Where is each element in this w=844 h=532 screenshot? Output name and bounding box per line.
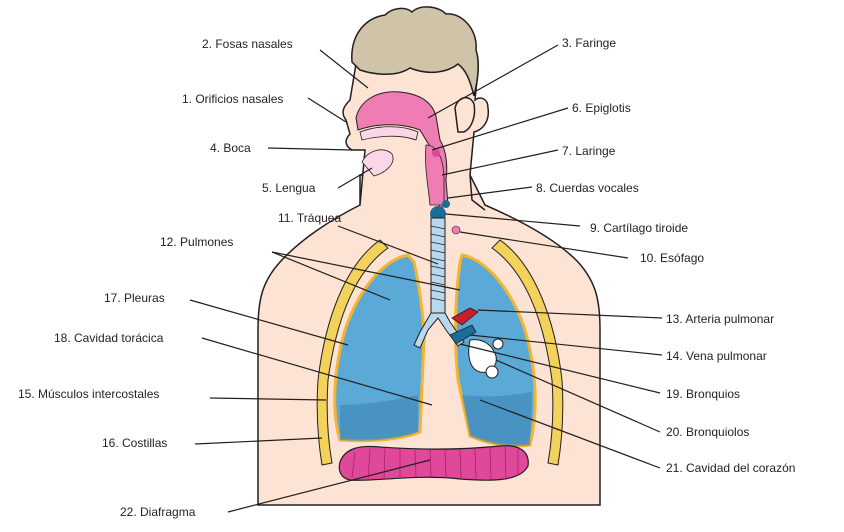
label-epiglotis: 6. Epiglotis <box>572 101 631 115</box>
label-pulmones: 12. Pulmones <box>160 235 233 249</box>
label-cavidad-del-corazon: 21. Cavidad del corazón <box>666 461 795 475</box>
label-faringe: 3. Faringe <box>562 36 616 50</box>
label-traquea: 11. Tráquea <box>278 211 341 225</box>
esophagus-dot <box>452 226 460 234</box>
label-fosas-nasales: 2. Fosas nasales <box>202 37 293 51</box>
label-lengua: 5. Lengua <box>262 181 316 195</box>
diaphragm <box>339 446 528 481</box>
vocal-cords-dot <box>442 200 450 208</box>
label-boca: 4. Boca <box>210 141 251 155</box>
label-laringe: 7. Laringe <box>562 144 616 158</box>
label-esofago: 10. Esófago <box>640 251 704 265</box>
label-bronquiolos: 20. Bronquiolos <box>666 425 749 439</box>
label-vena-pulmonar: 14. Vena pulmonar <box>666 349 767 363</box>
label-cartilago-tiroide: 9. Cartílago tiroide <box>590 221 688 235</box>
label-costillas: 16. Costillas <box>102 436 167 450</box>
bronchiole-dot-2 <box>486 366 498 378</box>
label-cuerdas-vocales: 8. Cuerdas vocales <box>536 181 639 195</box>
label-bronquios: 19. Bronquios <box>666 387 740 401</box>
label-musculos-intercostales: 15. Músculos intercostales <box>18 387 159 401</box>
label-orificios-nasales: 1. Orificios nasales <box>182 92 283 106</box>
label-arteria-pulmonar: 13. Arteria pulmonar <box>666 312 774 326</box>
bronchiole-dot-1 <box>493 339 503 349</box>
label-cavidad-toracica: 18. Cavidad torácica <box>54 331 164 345</box>
label-pleuras: 17. Pleuras <box>104 291 165 305</box>
label-diafragma: 22. Diafragma <box>120 505 196 519</box>
